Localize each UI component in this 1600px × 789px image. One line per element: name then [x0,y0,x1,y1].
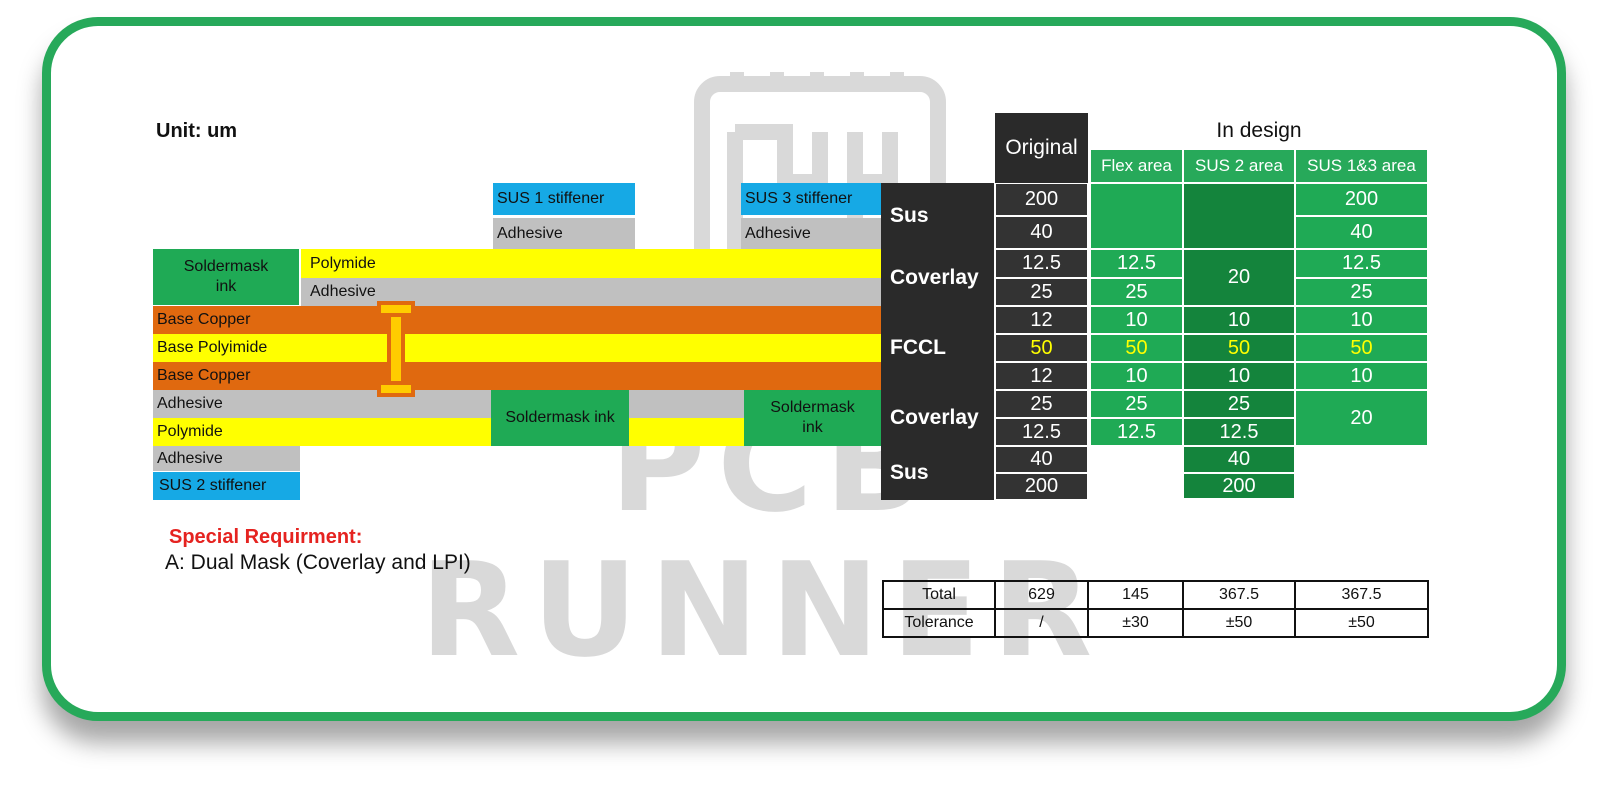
orig-cov-top-2: 25 [995,278,1088,306]
sus13-area-header: SUS 1&3 area [1295,149,1428,183]
special-requirement-item: A: Dual Mask (Coverlay and LPI) [165,551,471,574]
sus2-cov-top: 20 [1183,249,1295,306]
flex-cu-bot: 10 [1090,362,1183,390]
sus13-sus-2: 40 [1295,216,1428,249]
orig-cu-bot: 12 [995,362,1088,390]
orig-cov-top-1: 12.5 [995,249,1088,278]
base-copper-top-layer: Base Copper [153,306,881,334]
sus3-stiffener-layer: SUS 3 stiffener [741,183,881,215]
row-label-sus-bottom: Sus [881,446,994,500]
sus13-sus-1: 200 [1295,183,1428,216]
tolerance-original: / [994,608,1089,638]
tolerance-row: Tolerance / ±30 ±50 ±50 [882,608,1429,638]
sus2-pi: 50 [1183,334,1295,362]
sus13-cov-top-1: 12.5 [1295,249,1428,278]
sus2-cov-bot-1: 25 [1183,390,1295,418]
flex-cov-top-2: 25 [1090,278,1183,306]
sus13-cov-bot: 20 [1295,390,1428,446]
bottom-soldermask-left: Soldermask ink [491,390,629,446]
flex-area-header: Flex area [1090,149,1183,183]
total-label: Total [882,580,996,610]
orig-sus-top-2: 40 [995,216,1088,249]
original-header-bg [995,113,1088,183]
flex-cov-bot-1: 25 [1090,390,1183,418]
in-design-header: In design [1216,119,1302,142]
special-requirement-title: Special Requirment: [169,526,363,548]
tolerance-sus2: ±50 [1182,608,1296,638]
top-soldermask-layer: Soldermask ink [153,249,299,305]
sus13-cu-bot: 10 [1295,362,1428,390]
unit-label: Unit: um [156,120,238,142]
flex-cov-bot-2: 12.5 [1090,418,1183,446]
flex-cov-top-1: 12.5 [1090,249,1183,278]
sus2-stiffener-layer: SUS 2 stiffener [153,472,300,500]
orig-cu-top: 12 [995,306,1088,334]
total-flex: 145 [1087,580,1184,610]
sus2-cu-bot: 10 [1183,362,1295,390]
total-row: Total 629 145 367.5 367.5 [882,580,1429,610]
row-label-sus-top: Sus [881,183,994,249]
sus13-pi: 50 [1295,334,1428,362]
sus2-sus-bot-1: 40 [1183,446,1295,473]
sus2-area-header: SUS 2 area [1183,149,1295,183]
flex-sus-empty [1090,183,1183,249]
sus2-cov-bot-2: 12.5 [1183,418,1295,446]
top-adhesive-layer: Adhesive [301,278,881,306]
sus13-cu-top: 10 [1295,306,1428,334]
flex-pi: 50 [1090,334,1183,362]
base-copper-bottom-layer: Base Copper [153,362,881,390]
total-sus13: 367.5 [1294,580,1429,610]
totals-table: Total 629 145 367.5 367.5 Tolerance / ±3… [882,580,1429,638]
top-polyimide-layer: Polymide [301,249,881,278]
flex-cu-top: 10 [1090,306,1183,334]
sus2-cu-top: 10 [1183,306,1295,334]
orig-sus-bot-2: 200 [995,473,1088,500]
thickness-marker-icon [377,301,415,397]
orig-sus-top-1: 200 [995,183,1088,216]
tolerance-sus13: ±50 [1294,608,1429,638]
total-sus2: 367.5 [1182,580,1296,610]
sus2-sus-top-empty [1183,183,1295,249]
tolerance-label: Tolerance [882,608,996,638]
original-header: Original [1005,136,1078,159]
sus2-adhesive-layer: Adhesive [153,446,300,471]
row-label-coverlay-top: Coverlay [881,249,994,306]
sus1-adhesive-layer: Adhesive [493,218,635,249]
bottom-soldermask-right: Soldermask ink [744,390,881,446]
base-polyimide-layer: Base Polyimide [153,334,881,362]
total-original: 629 [994,580,1089,610]
sus3-adhesive-layer: Adhesive [741,218,881,249]
sus2-sus-bot-2: 200 [1183,473,1295,499]
sus1-stiffener-layer: SUS 1 stiffener [493,183,635,215]
sus13-cov-top-2: 25 [1295,278,1428,306]
row-label-coverlay-bottom: Coverlay [881,390,994,446]
orig-cov-bot-2: 12.5 [995,418,1088,446]
tolerance-flex: ±30 [1087,608,1184,638]
orig-pi: 50 [995,334,1088,362]
row-label-fccl: FCCL [881,306,994,390]
orig-sus-bot-1: 40 [995,446,1088,473]
orig-cov-bot-1: 25 [995,390,1088,418]
